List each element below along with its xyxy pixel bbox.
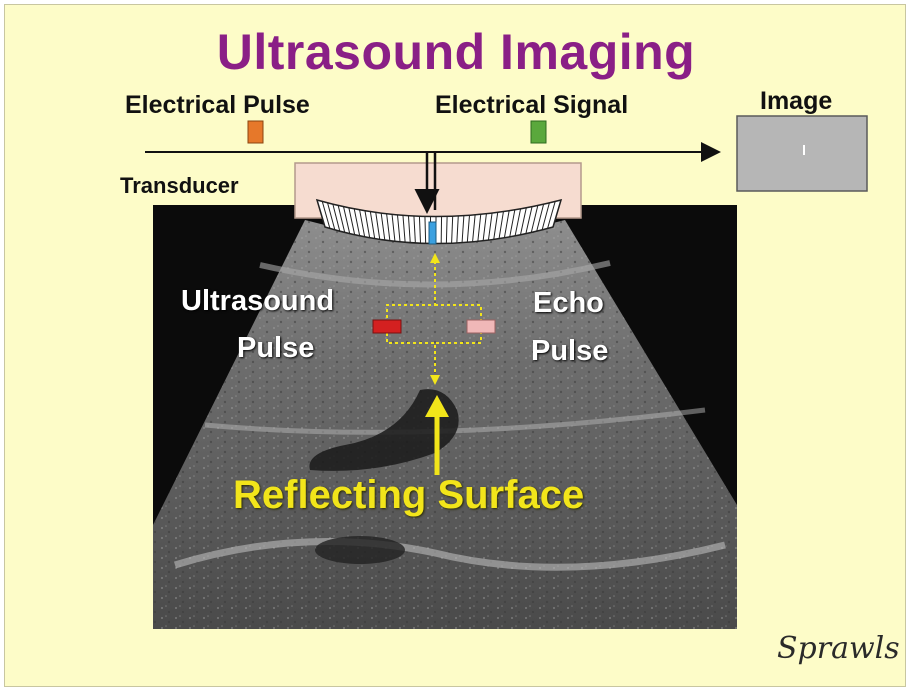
image-display <box>737 116 867 191</box>
echo-pulse-label-line1: Echo <box>533 287 604 320</box>
ultrasound-pulse-marker <box>373 320 401 333</box>
active-element <box>429 222 436 244</box>
author-signature: Sprawls <box>777 631 900 666</box>
electrical-pulse-marker <box>248 121 263 143</box>
ultrasound-diagram <box>5 5 906 687</box>
ultrasound-pulse-label-line2: Pulse <box>237 332 314 365</box>
reflecting-surface-label: Reflecting Surface <box>233 473 584 518</box>
echo-pulse-label-line2: Pulse <box>531 335 608 368</box>
electrical-signal-marker <box>531 121 546 143</box>
slide: Ultrasound Imaging Electrical Pulse Elec… <box>4 4 906 687</box>
image-dot <box>803 145 805 155</box>
echo-pulse-marker <box>467 320 495 333</box>
vessel-structure <box>315 536 405 564</box>
ultrasound-pulse-label-line1: Ultrasound <box>181 285 334 318</box>
